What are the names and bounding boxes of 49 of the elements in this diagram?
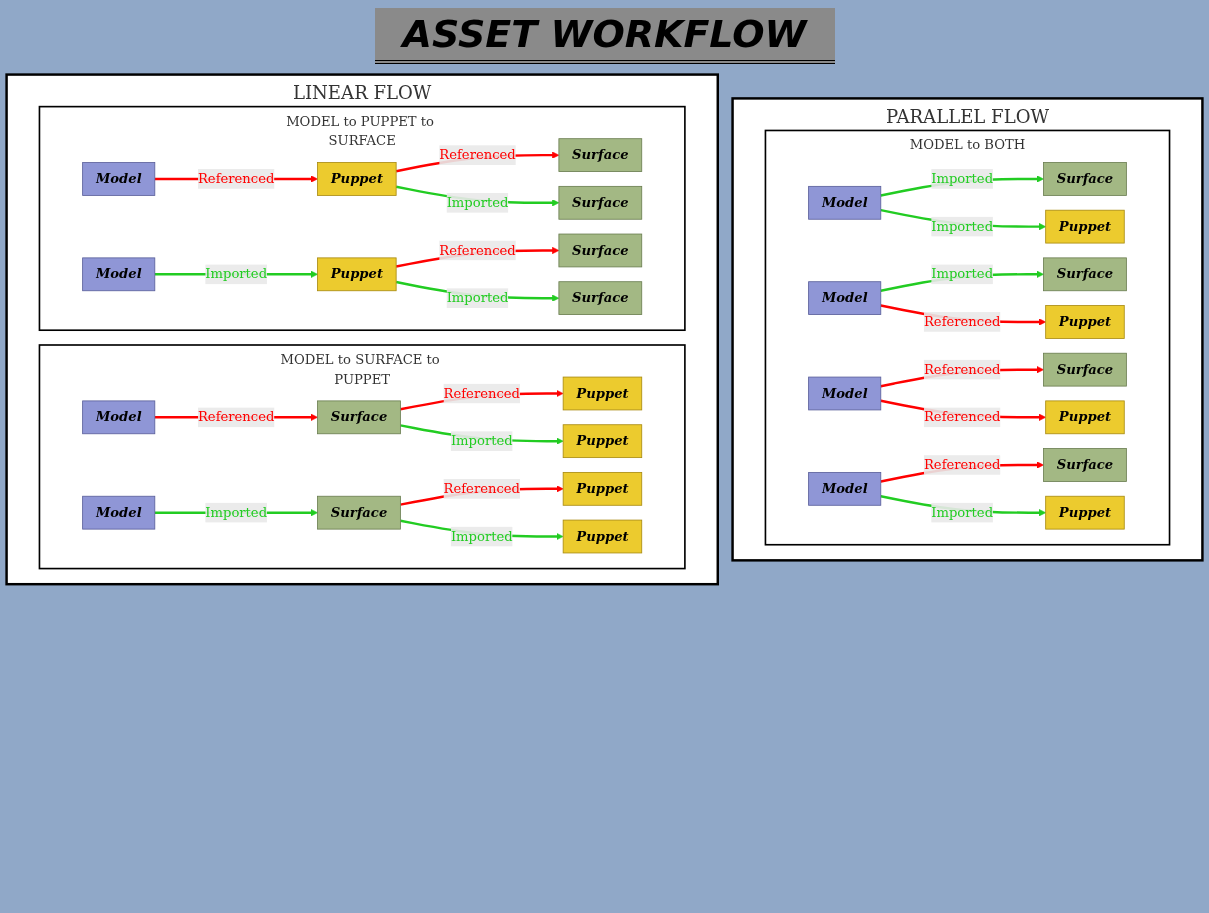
edge-label: Referenced bbox=[443, 480, 520, 497]
node-box: Surface bbox=[317, 400, 401, 435]
edge-label: Imported bbox=[446, 289, 509, 306]
edge-label: Imported bbox=[931, 218, 994, 235]
node-box: Surface bbox=[558, 185, 643, 220]
edge-label: Imported bbox=[931, 504, 994, 521]
node-box: Surface bbox=[1043, 448, 1127, 482]
node-box: Model bbox=[808, 185, 882, 220]
edge-label: Imported bbox=[450, 432, 513, 449]
node-box: Surface bbox=[558, 138, 643, 172]
node-box: Puppet bbox=[1045, 305, 1125, 339]
node-box: Model bbox=[82, 162, 156, 196]
edge-label: Referenced bbox=[923, 361, 1001, 378]
node-box: Puppet bbox=[317, 257, 397, 292]
node-box: Model bbox=[808, 376, 882, 411]
edge-label: Referenced bbox=[443, 385, 520, 401]
edge-label: Referenced bbox=[923, 456, 1001, 473]
node-box: Model bbox=[82, 495, 156, 530]
node-box: Surface bbox=[1043, 162, 1127, 196]
node-box: Surface bbox=[1043, 257, 1127, 292]
edge-label: Referenced bbox=[439, 242, 516, 258]
node-box: Model bbox=[808, 472, 882, 506]
diagram-title: ASSET WORKFLOW bbox=[374, 8, 835, 64]
edge-label: Imported bbox=[446, 194, 509, 211]
node-box: Puppet bbox=[1045, 495, 1125, 530]
edge-label: Referenced bbox=[923, 409, 1001, 425]
node-box: Surface bbox=[1043, 352, 1127, 387]
edge-label: Referenced bbox=[923, 313, 1001, 330]
edge-label: Referenced bbox=[197, 409, 275, 425]
node-box: Puppet bbox=[562, 424, 643, 459]
edge-label: Imported bbox=[931, 170, 994, 187]
node-box: Model bbox=[808, 281, 882, 315]
edge-label: Imported bbox=[205, 504, 268, 521]
node-box: Puppet bbox=[562, 376, 643, 411]
node-box: Surface bbox=[558, 233, 643, 268]
edge-label: Imported bbox=[931, 266, 994, 282]
edge-label: Imported bbox=[205, 266, 268, 282]
edge-label: Referenced bbox=[197, 170, 275, 187]
node-box: Surface bbox=[317, 495, 401, 530]
node-box: Puppet bbox=[317, 162, 397, 196]
node-box: Model bbox=[82, 257, 156, 292]
node-box: Puppet bbox=[562, 472, 643, 506]
node-box: Puppet bbox=[1045, 400, 1125, 435]
node-box: Surface bbox=[558, 281, 643, 315]
node-box: Puppet bbox=[562, 519, 643, 554]
node-box: Puppet bbox=[1045, 209, 1125, 244]
edge-label: Referenced bbox=[439, 146, 516, 163]
edge-label: Imported bbox=[450, 528, 513, 544]
node-box: Model bbox=[82, 400, 156, 435]
